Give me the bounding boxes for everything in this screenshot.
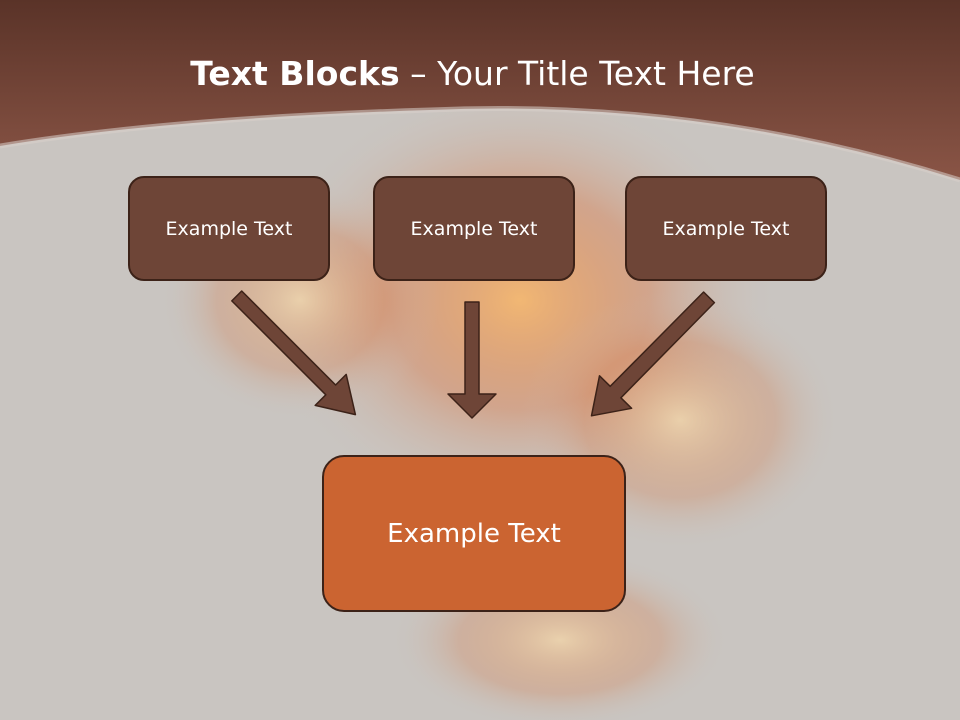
- text-box-3-label: Example Text: [662, 217, 790, 240]
- title-bold: Text Blocks: [190, 54, 400, 93]
- arrow-down-right-icon: [231, 290, 357, 416]
- text-box-3[interactable]: Example Text: [625, 176, 827, 281]
- header-curve-highlight: [0, 105, 960, 183]
- title-dash: –: [399, 54, 438, 93]
- slide-title: Text Blocks – Your Title Text Here: [0, 52, 945, 96]
- text-box-1[interactable]: Example Text: [128, 176, 330, 281]
- result-text-box[interactable]: Example Text: [322, 455, 626, 612]
- text-box-2-label: Example Text: [410, 217, 538, 240]
- arrow-down-left-icon: [590, 291, 716, 417]
- text-box-1-label: Example Text: [165, 217, 293, 240]
- text-box-2[interactable]: Example Text: [373, 176, 575, 281]
- title-rest: Your Title Text Here: [437, 54, 755, 93]
- result-text-box-label: Example Text: [387, 518, 561, 549]
- arrow-down-icon: [447, 301, 497, 419]
- header-band: [0, 0, 960, 180]
